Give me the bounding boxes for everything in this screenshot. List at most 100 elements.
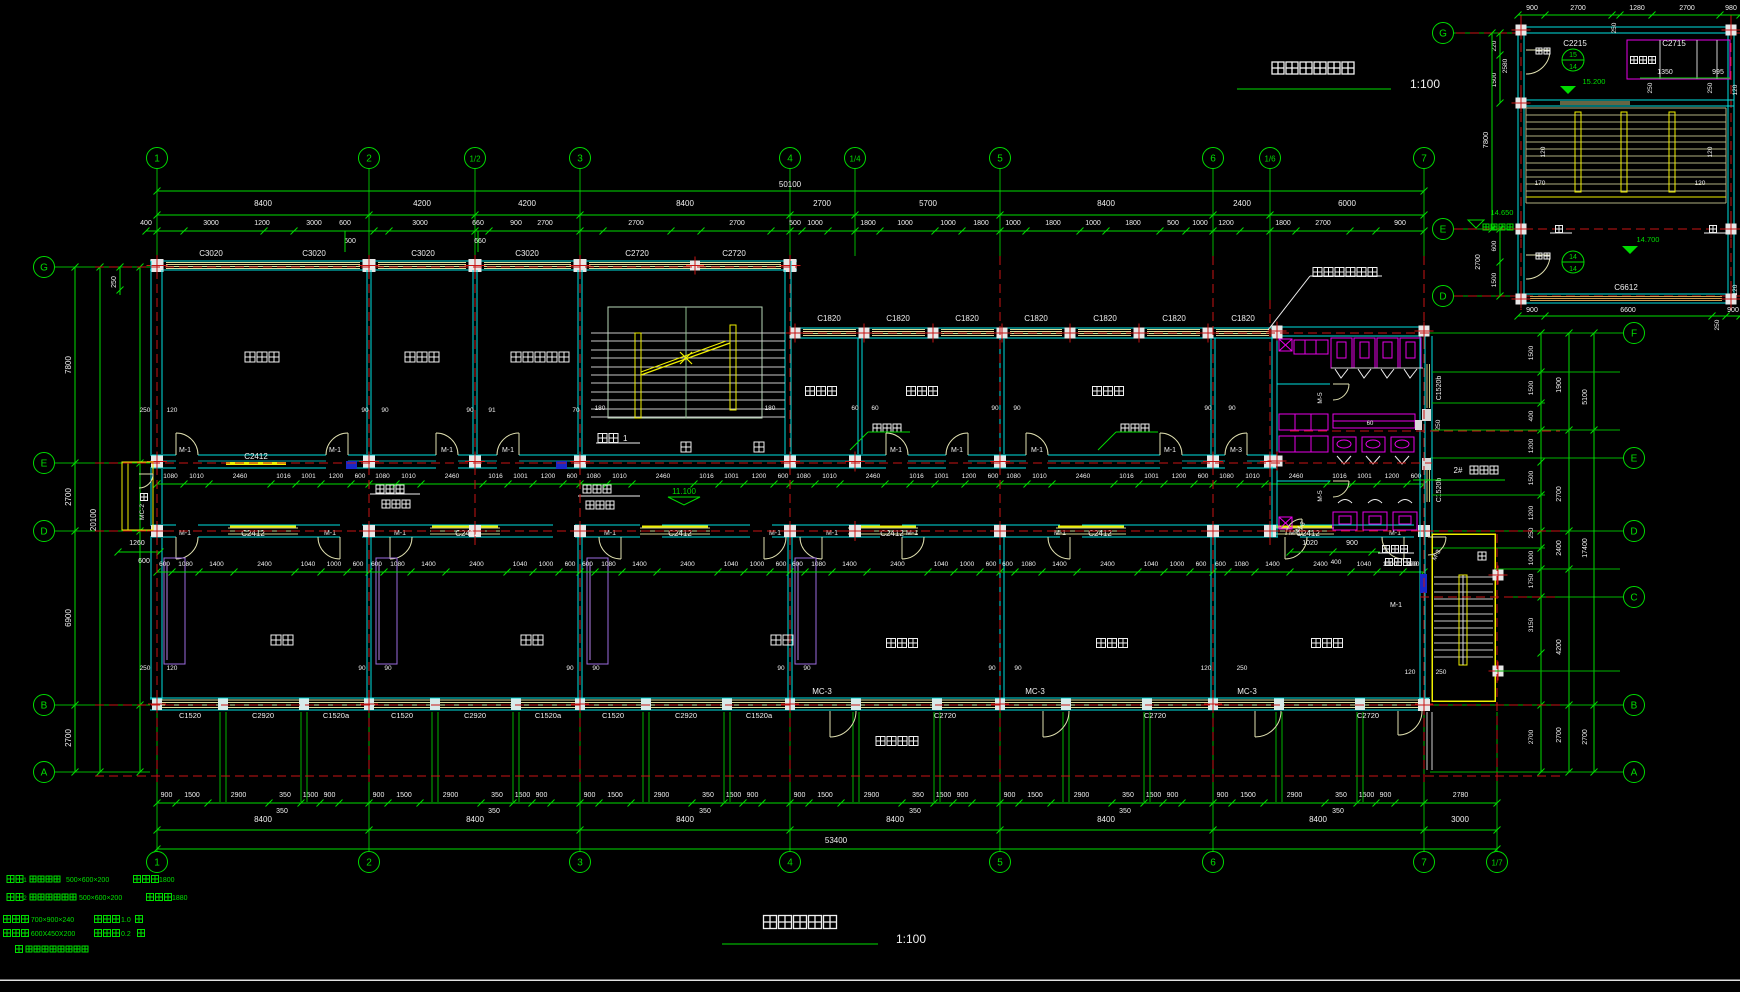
svg-text:1400: 1400 bbox=[632, 561, 647, 568]
svg-text:C2715: C2715 bbox=[1662, 39, 1686, 48]
svg-text:1500: 1500 bbox=[1528, 380, 1535, 395]
svg-text:1040: 1040 bbox=[513, 561, 528, 568]
svg-text:250: 250 bbox=[140, 665, 151, 672]
svg-text:5100: 5100 bbox=[1582, 389, 1589, 405]
svg-text:1080: 1080 bbox=[1219, 473, 1234, 480]
svg-text:2400: 2400 bbox=[680, 561, 695, 568]
svg-text:1080: 1080 bbox=[796, 473, 811, 480]
svg-text:900: 900 bbox=[584, 792, 596, 799]
svg-text:1080: 1080 bbox=[1006, 473, 1021, 480]
svg-text:1040: 1040 bbox=[1144, 561, 1159, 568]
svg-text:250: 250 bbox=[1611, 22, 1618, 33]
svg-text:7: 7 bbox=[1421, 154, 1427, 165]
svg-text:250: 250 bbox=[1528, 527, 1535, 538]
svg-text:C1820: C1820 bbox=[1093, 314, 1117, 323]
svg-text:1/7: 1/7 bbox=[1491, 859, 1503, 868]
svg-text:C1520a: C1520a bbox=[323, 711, 350, 720]
svg-text:2900: 2900 bbox=[864, 792, 880, 799]
svg-text:250: 250 bbox=[1707, 82, 1714, 93]
svg-text:3000: 3000 bbox=[1451, 815, 1469, 824]
svg-text:50100: 50100 bbox=[779, 180, 802, 189]
svg-text:900: 900 bbox=[373, 792, 385, 799]
svg-text:MC-3: MC-3 bbox=[1237, 687, 1257, 696]
svg-text:600: 600 bbox=[1196, 561, 1207, 568]
svg-text:400: 400 bbox=[1407, 561, 1418, 568]
svg-text:2400: 2400 bbox=[890, 561, 905, 568]
svg-text:350: 350 bbox=[912, 792, 924, 799]
svg-text:B: B bbox=[1631, 701, 1638, 712]
svg-text:980: 980 bbox=[1725, 5, 1737, 12]
svg-text:2700: 2700 bbox=[628, 220, 644, 227]
svg-text:1040: 1040 bbox=[934, 561, 949, 568]
svg-text:2700: 2700 bbox=[1556, 486, 1563, 502]
svg-text:M-5: M-5 bbox=[1317, 392, 1324, 404]
svg-text:1080: 1080 bbox=[811, 561, 826, 568]
svg-text:C1820: C1820 bbox=[817, 314, 841, 323]
svg-text:2460: 2460 bbox=[866, 473, 881, 480]
svg-text:2900: 2900 bbox=[1287, 792, 1303, 799]
svg-text:1900: 1900 bbox=[1556, 377, 1563, 393]
svg-text:1040: 1040 bbox=[724, 561, 739, 568]
svg-text:900: 900 bbox=[536, 792, 548, 799]
svg-text:2700: 2700 bbox=[1556, 727, 1563, 743]
svg-text:1400: 1400 bbox=[842, 561, 857, 568]
svg-text:2900: 2900 bbox=[443, 792, 459, 799]
svg-text:4200: 4200 bbox=[518, 199, 536, 208]
svg-text:5: 5 bbox=[997, 858, 1003, 869]
svg-text:2400: 2400 bbox=[1556, 540, 1563, 556]
svg-text:1200: 1200 bbox=[254, 220, 270, 227]
svg-text:1010: 1010 bbox=[1245, 473, 1260, 480]
svg-text:1750: 1750 bbox=[1528, 573, 1535, 588]
svg-text:G: G bbox=[40, 263, 48, 274]
svg-text:7800: 7800 bbox=[64, 356, 73, 374]
svg-text:2400: 2400 bbox=[257, 561, 272, 568]
svg-text:2400: 2400 bbox=[469, 561, 484, 568]
svg-text:M-1: M-1 bbox=[890, 447, 902, 454]
svg-text:1001: 1001 bbox=[1357, 473, 1372, 480]
svg-text:C2920: C2920 bbox=[252, 711, 274, 720]
svg-text:1040: 1040 bbox=[301, 561, 316, 568]
svg-text:660: 660 bbox=[474, 238, 486, 245]
svg-text:1280: 1280 bbox=[1629, 5, 1645, 12]
svg-text:90: 90 bbox=[358, 665, 366, 672]
svg-text:600: 600 bbox=[567, 473, 578, 480]
svg-text:600: 600 bbox=[1215, 561, 1226, 568]
svg-text:M-5: M-5 bbox=[1317, 490, 1324, 502]
svg-text:1016: 1016 bbox=[909, 473, 924, 480]
svg-text:1200: 1200 bbox=[1218, 220, 1234, 227]
svg-text:M-1: M-1 bbox=[179, 530, 191, 537]
svg-text:1500: 1500 bbox=[1491, 72, 1498, 87]
svg-text:1500: 1500 bbox=[396, 792, 412, 799]
svg-text:M-1: M-1 bbox=[1390, 602, 1402, 609]
svg-text:1001: 1001 bbox=[513, 473, 528, 480]
svg-text:D: D bbox=[40, 527, 47, 538]
svg-text:C2920: C2920 bbox=[464, 711, 486, 720]
svg-text:7800: 7800 bbox=[1481, 132, 1490, 149]
svg-text:1016: 1016 bbox=[276, 473, 291, 480]
svg-text:1020: 1020 bbox=[1302, 540, 1318, 547]
svg-text:C1520a: C1520a bbox=[746, 711, 773, 720]
svg-text:220: 220 bbox=[1491, 40, 1498, 51]
svg-text:3000: 3000 bbox=[203, 220, 219, 227]
svg-text:M-1: M-1 bbox=[1389, 530, 1401, 537]
svg-text:D: D bbox=[1439, 292, 1446, 303]
svg-text:2400: 2400 bbox=[1100, 561, 1115, 568]
svg-text:1500: 1500 bbox=[1027, 792, 1043, 799]
svg-text:600: 600 bbox=[1002, 561, 1013, 568]
svg-text:1010: 1010 bbox=[612, 473, 627, 480]
svg-text:90: 90 bbox=[777, 665, 785, 672]
svg-text:: 600X450X200: : 600X450X200 bbox=[27, 931, 75, 938]
svg-text:2900: 2900 bbox=[654, 792, 670, 799]
svg-text:2700: 2700 bbox=[1570, 5, 1586, 12]
svg-text:1000: 1000 bbox=[1383, 561, 1398, 568]
svg-text:1500: 1500 bbox=[1240, 792, 1256, 799]
svg-text:E: E bbox=[1440, 225, 1447, 236]
svg-text:C1520: C1520 bbox=[602, 711, 624, 720]
svg-text:1000: 1000 bbox=[327, 561, 342, 568]
svg-text:1400: 1400 bbox=[1265, 561, 1280, 568]
svg-text:2700: 2700 bbox=[64, 729, 73, 747]
svg-text:C2720: C2720 bbox=[625, 249, 649, 258]
svg-text:1800: 1800 bbox=[860, 220, 876, 227]
svg-text:1400: 1400 bbox=[421, 561, 436, 568]
svg-text:1080: 1080 bbox=[390, 561, 405, 568]
